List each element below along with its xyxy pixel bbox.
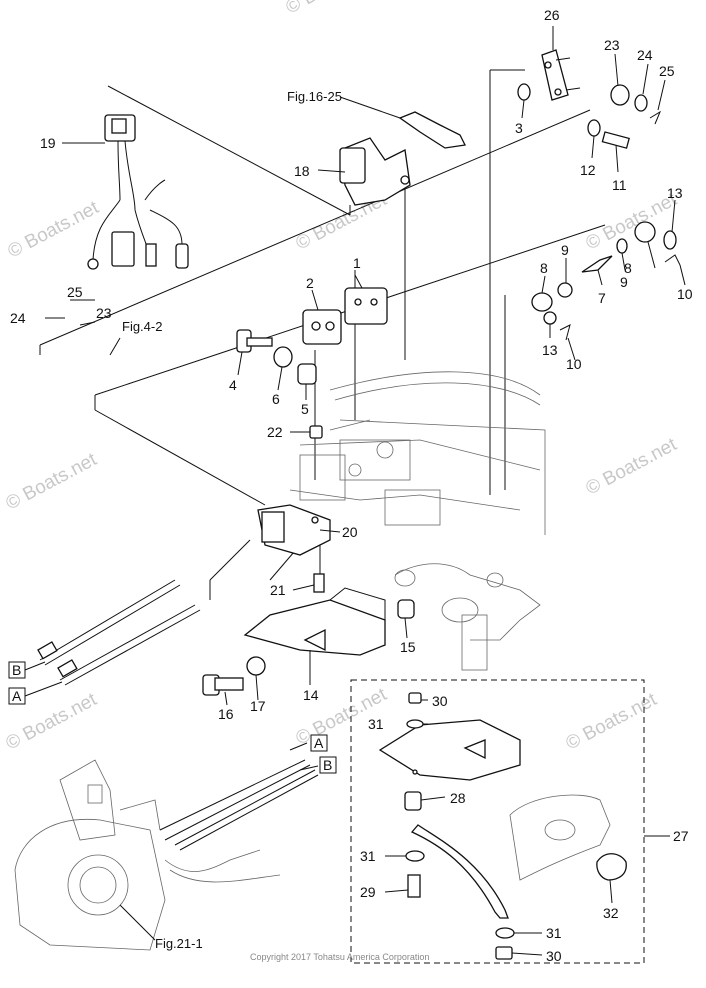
part-label-31c: 31 bbox=[546, 925, 562, 941]
bracket-part-18 bbox=[339, 137, 411, 206]
watermark: © Boats.net bbox=[582, 434, 680, 500]
part-label-8: 8 bbox=[540, 260, 548, 276]
bracket-part-20 bbox=[257, 504, 331, 593]
part-label-8b: 8 bbox=[624, 260, 632, 276]
part-label-21: 21 bbox=[270, 582, 286, 598]
watermark: © Boats.net bbox=[4, 197, 102, 263]
part-label-20: 20 bbox=[342, 524, 358, 540]
part-label-31b: 31 bbox=[360, 848, 376, 864]
part-label-12: 12 bbox=[580, 162, 596, 178]
watermark: © Boats.net bbox=[2, 449, 100, 515]
small-hardware-right bbox=[517, 83, 681, 341]
plates-parts-1-2 bbox=[302, 287, 388, 345]
leader-lines bbox=[45, 26, 686, 956]
fig-ref-16-25: Fig.16-25 bbox=[287, 89, 342, 104]
bracket-part-14 bbox=[243, 587, 386, 656]
part-label-19: 19 bbox=[40, 135, 56, 151]
part-label-13b: 13 bbox=[542, 342, 558, 358]
part-label-1: 1 bbox=[353, 255, 361, 271]
part-label-27: 27 bbox=[673, 828, 689, 844]
fig-ref-21-1: Fig.21-1 bbox=[155, 936, 203, 951]
part-label-9: 9 bbox=[561, 242, 569, 258]
throttle-arm-15 bbox=[394, 563, 541, 671]
part-label-4: 4 bbox=[229, 377, 237, 393]
cables-upper bbox=[37, 579, 201, 686]
part-label-17: 17 bbox=[250, 698, 266, 714]
part-label-23: 23 bbox=[604, 37, 620, 53]
part-label-18: 18 bbox=[294, 163, 310, 179]
part-label-9b: 9 bbox=[620, 274, 628, 290]
harness-part-19 bbox=[87, 114, 189, 270]
part-label-29: 29 bbox=[360, 884, 376, 900]
bolt-washer-16-17 bbox=[202, 656, 266, 696]
part-labels: 1 2 3 4 5 6 7 8 8 9 9 10 10 11 12 13 13 … bbox=[10, 7, 693, 964]
bolt-bushings-4-5-6-22 bbox=[236, 329, 323, 439]
copyright-text: Copyright 2017 Tohatsu America Corporati… bbox=[250, 952, 429, 962]
part-label-11: 11 bbox=[612, 177, 627, 193]
part-label-6: 6 bbox=[272, 391, 280, 407]
figure-references: Fig.16-25 Fig.4-2 Fig.21-1 bbox=[122, 89, 342, 951]
engine-housing bbox=[289, 371, 546, 535]
fig-ref-4-2: Fig.4-2 bbox=[122, 319, 162, 334]
part-label-5: 5 bbox=[301, 401, 309, 417]
part-label-24: 24 bbox=[637, 47, 653, 63]
part-label-3: 3 bbox=[515, 120, 523, 136]
part-label-22: 22 bbox=[267, 424, 283, 440]
watermark: © Boats.net bbox=[282, 0, 380, 18]
remote-control-box bbox=[14, 759, 319, 951]
part-label-26: 26 bbox=[544, 7, 560, 23]
callout-a-lower: A bbox=[314, 735, 324, 751]
part-label-25: 25 bbox=[659, 63, 675, 79]
part-label-31: 31 bbox=[368, 716, 384, 732]
part-label-28: 28 bbox=[450, 790, 466, 806]
part-label-2: 2 bbox=[306, 275, 314, 291]
part-label-13: 13 bbox=[667, 185, 683, 201]
callout-a-upper: A bbox=[12, 688, 22, 704]
clip-fig16-25 bbox=[398, 111, 466, 149]
callout-b-lower: B bbox=[323, 757, 332, 773]
watermark: © Boats.net bbox=[562, 689, 660, 755]
part-label-10b: 10 bbox=[677, 286, 693, 302]
part-label-30: 30 bbox=[432, 693, 448, 709]
part-label-10: 10 bbox=[566, 356, 582, 372]
part-label-23b: 23 bbox=[96, 305, 112, 321]
link-plate-part-26 bbox=[541, 49, 581, 101]
part-label-15: 15 bbox=[400, 639, 416, 655]
part-label-32: 32 bbox=[603, 905, 619, 921]
part-label-30b: 30 bbox=[546, 948, 562, 964]
part-label-25b: 25 bbox=[67, 284, 83, 300]
part-label-16: 16 bbox=[218, 706, 234, 722]
group-box-27 bbox=[350, 679, 670, 964]
part-label-14: 14 bbox=[303, 687, 319, 703]
cable-callouts: B A A B bbox=[8, 661, 337, 774]
part-label-24b: 24 bbox=[10, 310, 26, 326]
callout-b-upper: B bbox=[12, 662, 21, 678]
part-label-7: 7 bbox=[598, 290, 606, 306]
